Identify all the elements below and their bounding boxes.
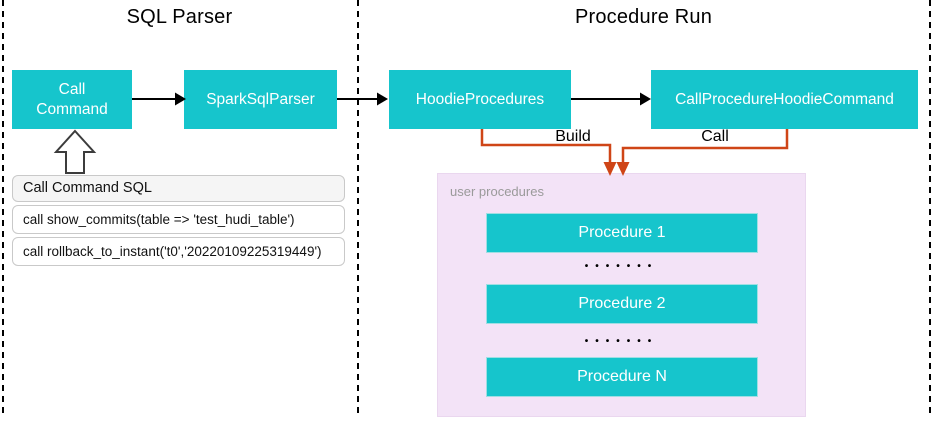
procedure-1-label: Procedure 1 (578, 224, 666, 241)
node-spark-sql-parser: SparkSqlParser (184, 70, 337, 129)
dashed-border-left (2, 0, 4, 413)
ellipsis-separator: ••••••• (584, 261, 659, 272)
procedure-2-box: Procedure 2 (486, 284, 758, 324)
sql-table-header: Call Command SQL (12, 175, 345, 202)
node-hoodie-procedures-label: HoodieProcedures (415, 90, 545, 108)
block-arrow-up-icon (53, 129, 97, 174)
procedure-2-label: Procedure 2 (578, 295, 666, 312)
arrow-sparksqlparser-to-hoodieprocedures (337, 92, 388, 106)
call-command-sql-table: Call Command SQL call show_commits(table… (12, 175, 345, 269)
dashed-border-middle (357, 0, 359, 413)
ellipsis-separator: ••••••• (584, 336, 659, 347)
node-call-command-label: Call Command (36, 81, 108, 118)
node-call-procedure-hoodie-command-label: CallProcedureHoodieCommand (675, 90, 894, 108)
node-call-procedure-hoodie-command: CallProcedureHoodieCommand (651, 70, 918, 129)
procedure-n-label: Procedure N (577, 368, 667, 385)
node-hoodie-procedures: HoodieProcedures (389, 70, 571, 129)
user-procedures-label: user procedures (450, 184, 544, 199)
user-procedures-panel: user procedures Procedure 1 ••••••• Proc… (437, 173, 806, 417)
dashed-border-right (929, 0, 931, 413)
sql-table-row-show-commits: call show_commits(table => 'test_hudi_ta… (12, 205, 345, 234)
edge-label-build: Build (555, 128, 591, 145)
node-spark-sql-parser-label: SparkSqlParser (206, 90, 315, 108)
section-title-procedure-run: Procedure Run (574, 6, 713, 28)
procedure-1-box: Procedure 1 (486, 213, 758, 253)
arrow-callcommand-to-sparksqlparser (132, 92, 186, 106)
sql-table-row-rollback: call rollback_to_instant('t0','202201092… (12, 237, 345, 266)
procedure-n-box: Procedure N (486, 357, 758, 397)
edge-label-call: Call (701, 128, 729, 145)
arrow-hoodieprocedures-to-callprocedurehoodiecommand (571, 92, 651, 106)
node-call-command: Call Command (12, 70, 132, 129)
section-title-sql-parser: SQL Parser (126, 6, 233, 28)
